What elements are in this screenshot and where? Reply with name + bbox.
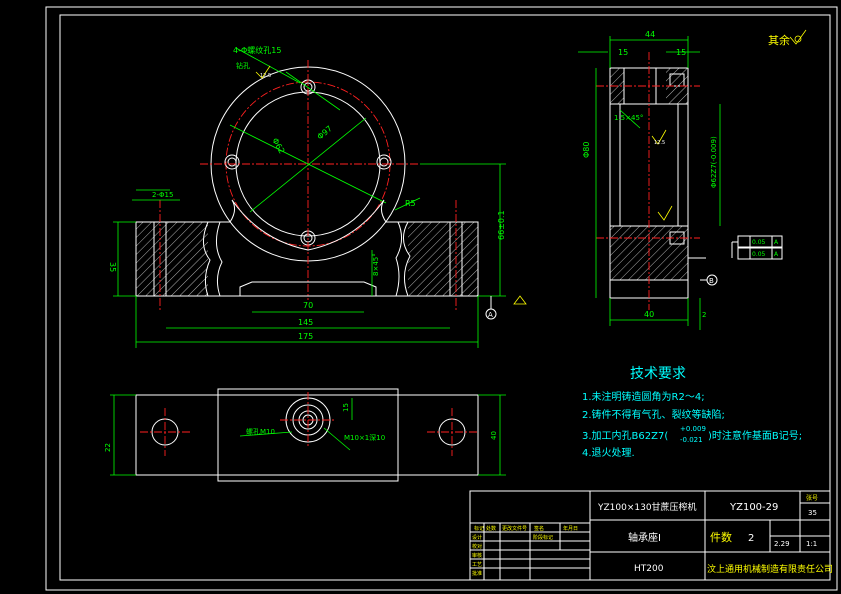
role-approve: 批准 — [472, 570, 482, 577]
tol-frame-2-value: 0.05 — [752, 251, 766, 258]
material: HT200 — [634, 564, 664, 574]
quantity-value: 2 — [748, 533, 754, 544]
front-bore-label: Φ62 — [270, 137, 286, 156]
role-check: 校对 — [472, 543, 482, 550]
tol-frame-2 — [737, 247, 783, 260]
scale: 1:1 — [806, 540, 817, 548]
sheet-number: 35 — [808, 509, 817, 517]
side-chamfer: 1.5×45° — [614, 114, 643, 122]
top-dim-15: 15 — [342, 403, 350, 412]
tech-title: 技术要求 — [630, 366, 686, 382]
finish-mark-text: 其余 — [768, 33, 790, 47]
outer-border — [45, 6, 838, 591]
rev-header-date: 年月日 — [563, 525, 578, 532]
tech-item-3: 3.加工内孔B62Z7( — [582, 429, 668, 442]
tech-item-3-tail: )时注意作基面B记号; — [708, 429, 802, 442]
part-name: 轴承座Ⅰ — [628, 531, 661, 544]
front-hole-note: 4-Φ螺纹孔15 — [233, 45, 281, 55]
top-dim-40: 40 — [490, 431, 498, 440]
side-left-seg: 15 — [618, 48, 628, 57]
top-dim-22: 22 — [104, 443, 112, 452]
company-name: 汶上通用机械制造有限责任公司 — [707, 563, 833, 575]
role-process: 工艺 — [472, 562, 482, 568]
top-thread-note: M10×1深10 — [344, 433, 385, 442]
side-dia-left: Φ80 — [582, 142, 591, 158]
top-hole-note: 螺孔M10 — [246, 427, 275, 436]
tech-item-3-tol-lower: -0.021 — [680, 436, 703, 444]
tol-frame-2-datum: A — [774, 251, 779, 258]
side-bottom-width: 40 — [644, 310, 654, 319]
front-sub-note: 钻孔 — [236, 61, 250, 70]
front-base-height: 35 — [108, 262, 117, 272]
title-block: 标记 处数 更改文件号 签名 年月日 设计 校对 审核 工艺 批准 阶段标记 Y… — [469, 490, 833, 581]
tol-frame-1-value: 0.05 — [752, 239, 766, 246]
weight: 2.29 — [774, 540, 790, 548]
drawing-number: YZ100-29 — [729, 502, 778, 513]
front-height-dim: 66±0.1 — [497, 210, 506, 240]
front-slot-note: 2-Φ15 — [152, 191, 173, 199]
quantity-label: 件数 — [710, 531, 732, 544]
side-bottom-small: 2 — [702, 311, 706, 319]
inner-border — [59, 14, 831, 581]
front-datum: A — [488, 311, 493, 319]
tech-item-2: 2.铸件不得有气孔、裂纹等缺陷; — [582, 408, 725, 421]
bolt-hole-right — [376, 154, 392, 170]
front-pcd-label: Φ97 — [316, 124, 334, 141]
rev-header-doc: 更改文件号 — [502, 525, 527, 532]
role-review: 审核 — [472, 552, 482, 559]
side-view: 44 15 15 1.5×45° Φ80 Φ62Z7(-0.009) 40 2 … — [578, 30, 783, 330]
rev-header-count: 处数 — [486, 525, 496, 532]
sheet-label: 张号 — [806, 494, 818, 502]
tech-item-1: 1.未注明铸造圆角为R2～4; — [582, 390, 705, 403]
bolt-hole-left — [224, 154, 240, 170]
front-view: 4-Φ螺纹孔15 钻孔 12.5 Φ62 Φ97 R5 2-Φ15 66±0.1… — [108, 45, 527, 348]
finish-mark: 其余 — [768, 29, 807, 47]
front-radius-label: R5 — [405, 199, 416, 208]
front-chamfer: 8×45° — [372, 253, 380, 276]
tol-frame-1-datum: A — [774, 239, 779, 246]
side-right-seg: 15 — [676, 48, 686, 57]
side-dia-right: Φ62Z7(-0.009) — [710, 136, 718, 188]
role-design: 设计 — [472, 534, 482, 541]
tech-item-4: 4.退火处理. — [582, 447, 635, 459]
side-datum: B — [709, 277, 714, 285]
side-top-width: 44 — [645, 30, 655, 39]
tech-item-3-tol-upper: +0.009 — [680, 425, 706, 433]
top-view: 螺孔M10 M10×1深10 15 40 22 — [104, 388, 506, 482]
stage-label: 阶段标记 — [533, 534, 553, 541]
front-rough-small: 12.5 — [260, 73, 271, 79]
side-rough: 12.5 — [654, 140, 665, 146]
machine-name: YZ100×130甘蔗压榨机 — [597, 501, 697, 513]
rev-header-mark: 标记 — [474, 525, 484, 532]
front-width-total: 175 — [298, 332, 313, 341]
rev-header-sign: 签名 — [534, 525, 544, 532]
tech-requirements: 技术要求 1.未注明铸造圆角为R2～4; 2.铸件不得有气孔、裂纹等缺陷; 3.… — [582, 366, 802, 459]
front-center-slot: 70 — [303, 301, 313, 310]
front-width-inner: 145 — [298, 318, 313, 327]
